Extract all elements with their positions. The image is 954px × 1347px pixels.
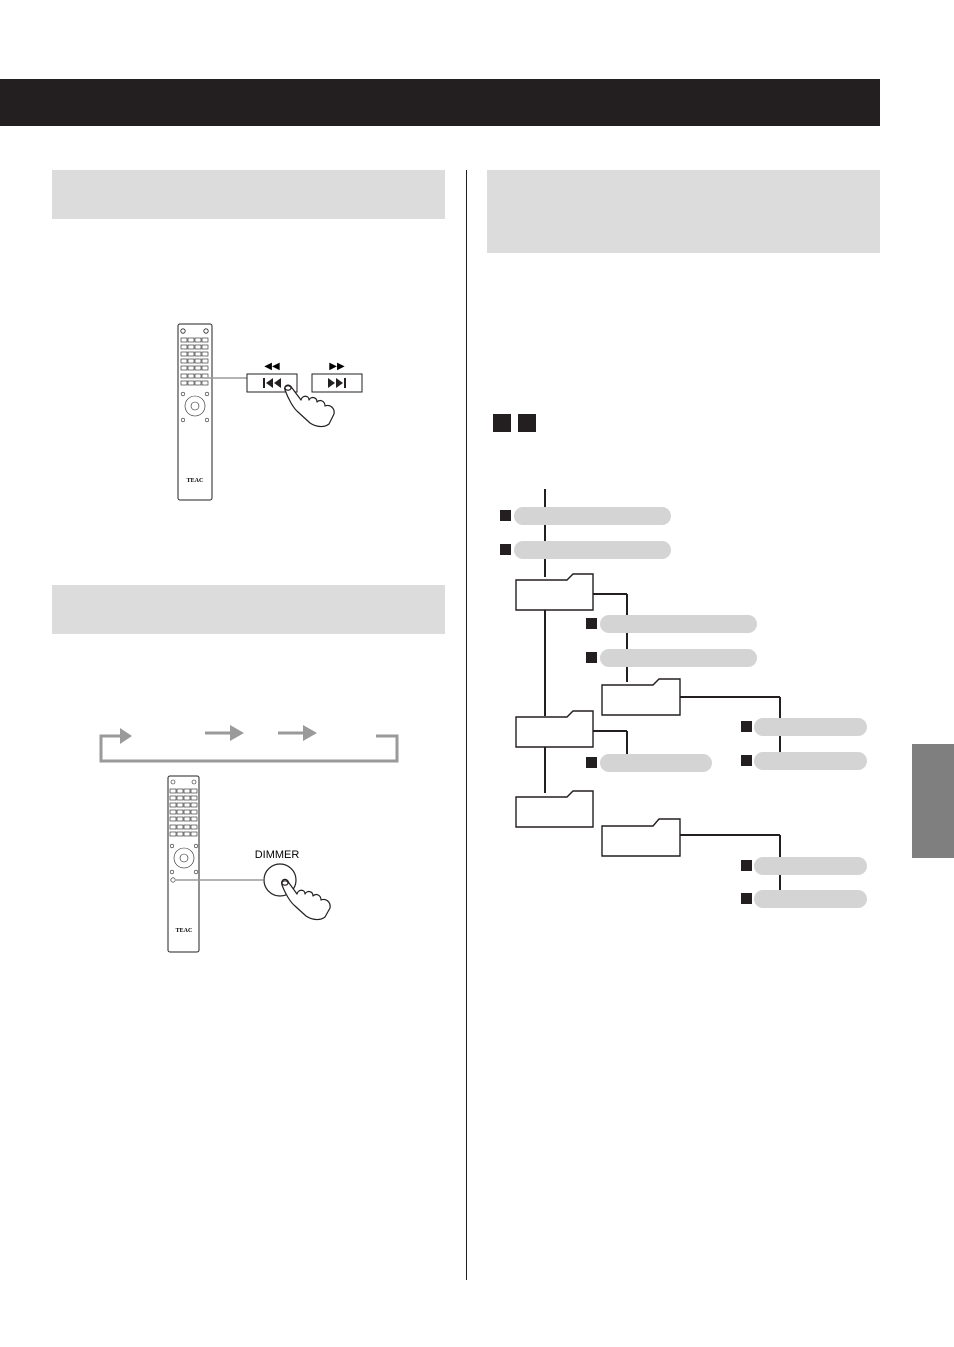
dimmer-cycle-diagram <box>99 725 399 763</box>
remote-brand-label-1: TEAC <box>187 478 204 484</box>
arrow-icon <box>303 725 317 741</box>
file-marker-icon <box>586 618 597 629</box>
file-marker-icon <box>741 721 752 732</box>
skip-next-icon <box>328 378 346 388</box>
file-entry <box>741 857 867 875</box>
remote-control-illustration-1: TEAC <box>177 323 213 501</box>
folder-icon <box>515 710 594 748</box>
arrow-icon <box>120 728 132 744</box>
file-entry <box>586 754 712 772</box>
folder-icon <box>515 573 594 611</box>
file-marker-icon <box>586 652 597 663</box>
file-marker-icon <box>500 544 511 555</box>
side-tab <box>912 744 954 858</box>
section-heading-skip <box>52 170 445 219</box>
column-divider <box>466 170 467 1280</box>
legend-markers <box>493 414 536 432</box>
file-entry <box>741 752 867 770</box>
folder-icon <box>601 818 681 857</box>
skip-previous-icon <box>263 378 281 388</box>
file-entry <box>586 649 757 667</box>
header-bar <box>0 79 880 126</box>
file-entry <box>741 718 867 736</box>
dimmer-button-label: DIMMER <box>255 849 300 861</box>
arrow-icon <box>230 725 244 741</box>
file-marker-icon <box>741 893 752 904</box>
folder-icon <box>515 790 594 828</box>
file-marker-icon <box>741 860 752 871</box>
skip-forward-button[interactable]: ▶▶ <box>311 361 363 393</box>
section-heading-dimmer <box>52 585 445 634</box>
file-entry <box>741 890 867 908</box>
file-marker-icon <box>500 510 511 521</box>
hand-pointer-icon <box>281 878 331 921</box>
remote-control-illustration-2: TEAC <box>167 775 200 953</box>
folder-icon <box>601 678 681 716</box>
file-entry <box>586 615 757 633</box>
file-marker-icon <box>586 757 597 768</box>
remote-brand-label-2: TEAC <box>176 928 193 934</box>
file-entry <box>500 507 671 525</box>
section-heading-folders <box>487 170 880 253</box>
file-entry <box>500 541 671 559</box>
hand-pointer-icon <box>284 384 335 428</box>
fast-forward-icon: ▶▶ <box>329 361 345 372</box>
rewind-icon: ◀◀ <box>264 361 280 372</box>
file-marker-icon <box>741 755 752 766</box>
